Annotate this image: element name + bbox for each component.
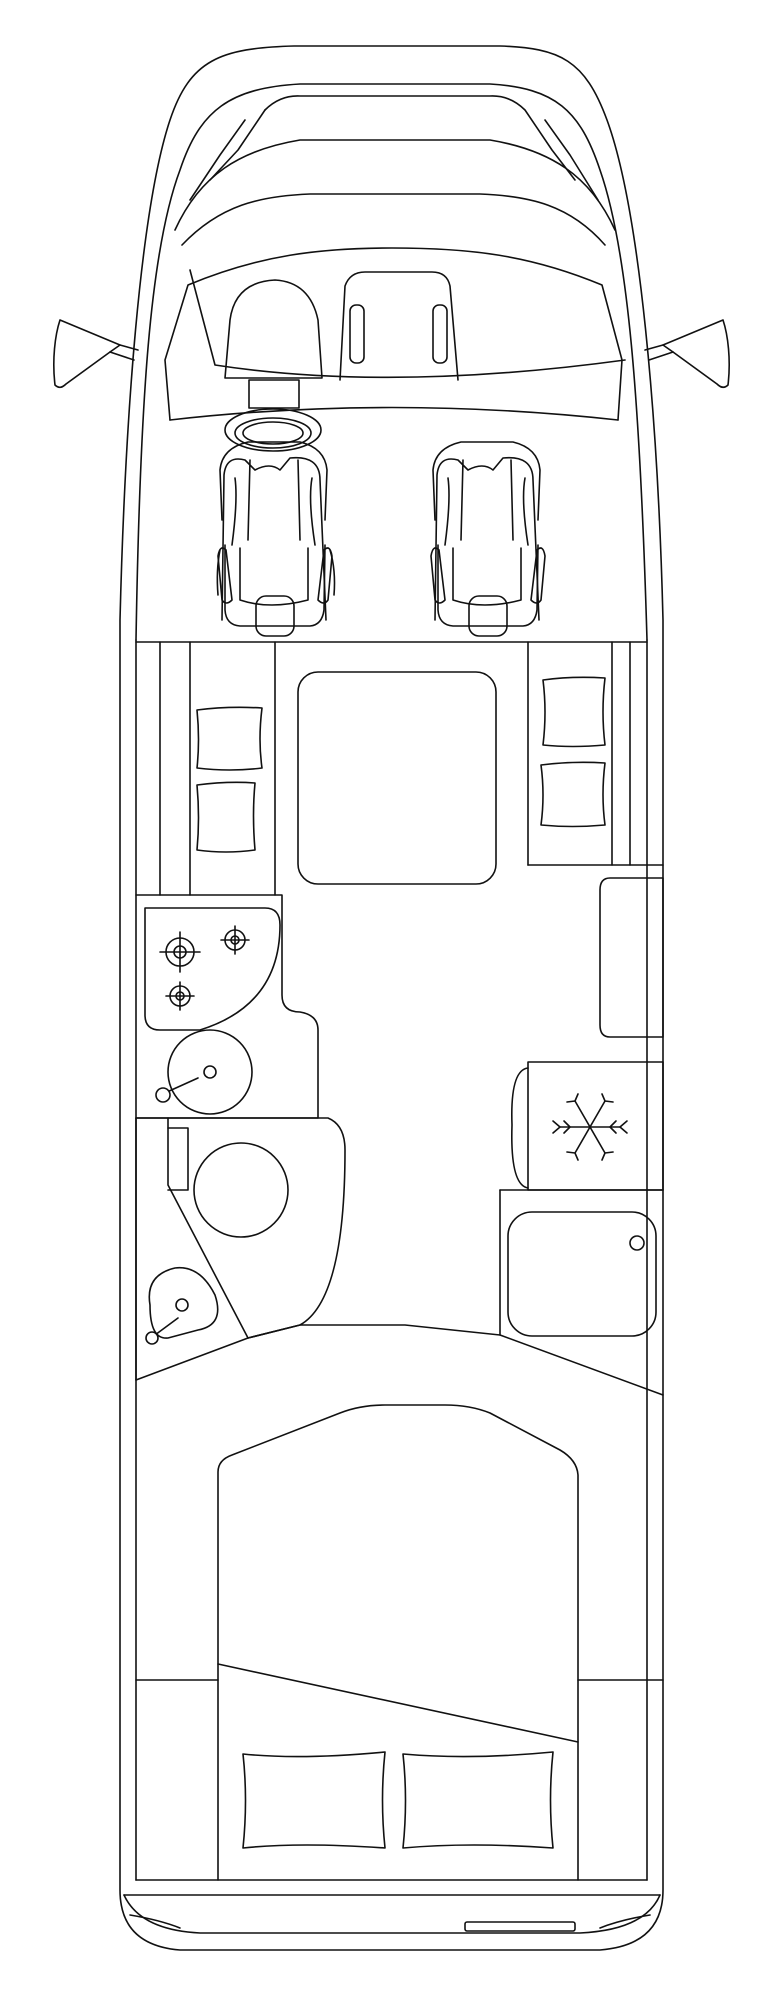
driver-seat bbox=[217, 442, 334, 636]
side-cabinet bbox=[600, 878, 663, 1037]
dinette-table bbox=[298, 672, 496, 884]
kitchen bbox=[136, 895, 318, 1118]
corridor-edge bbox=[248, 1325, 500, 1338]
bathroom bbox=[136, 1118, 345, 1380]
gas-hob bbox=[145, 908, 280, 1030]
sink-icon bbox=[168, 1030, 252, 1114]
bed-pillow-left bbox=[243, 1752, 385, 1848]
left-mirror bbox=[54, 320, 138, 387]
gas-burner-icon bbox=[221, 926, 249, 954]
right-bench bbox=[528, 642, 663, 865]
shower bbox=[500, 1190, 663, 1395]
snowflake-icon bbox=[553, 1094, 627, 1160]
cab bbox=[165, 96, 625, 420]
left-bench bbox=[160, 642, 275, 895]
right-mirror bbox=[645, 320, 729, 387]
gas-burner-icon bbox=[160, 932, 200, 972]
faucet-icon bbox=[156, 1078, 198, 1102]
toilet-icon bbox=[194, 1143, 288, 1237]
passenger-seat bbox=[431, 442, 545, 636]
bedroom bbox=[136, 1405, 663, 1880]
bed-pillow-right bbox=[403, 1752, 553, 1848]
shower-icon bbox=[630, 1236, 644, 1250]
washbasin bbox=[146, 1268, 218, 1344]
vehicle-body bbox=[120, 46, 663, 1950]
fridge-cabinet bbox=[512, 1062, 663, 1190]
steering-wheel bbox=[225, 280, 322, 451]
gas-burner-icon bbox=[166, 982, 194, 1010]
